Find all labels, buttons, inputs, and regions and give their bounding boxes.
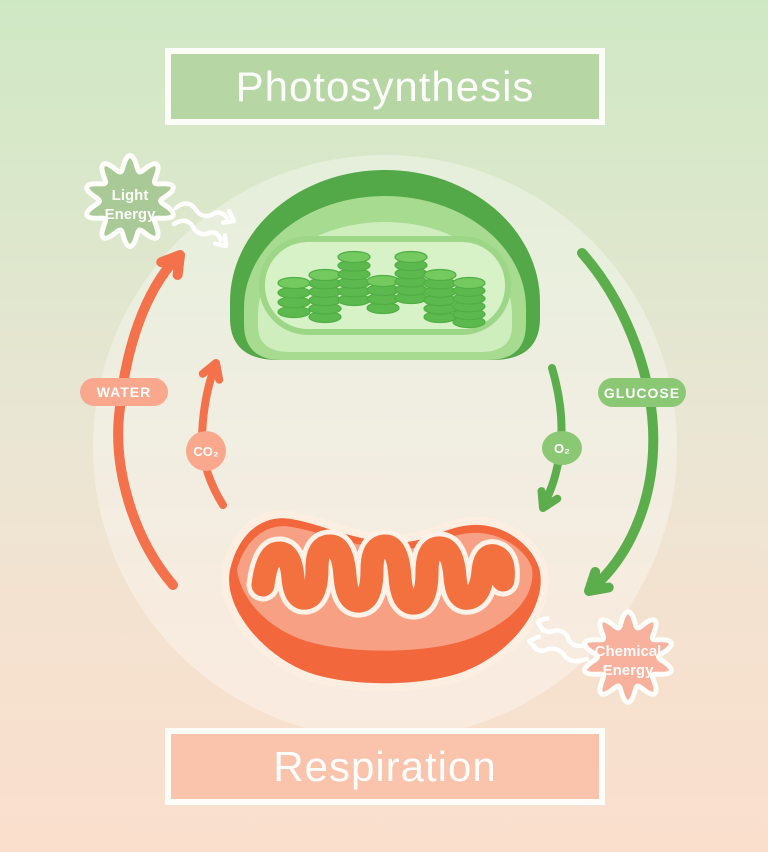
co2-label: CO₂ — [193, 444, 219, 459]
light-energy-star-shape — [84, 153, 176, 249]
thylakoid-coin — [366, 274, 400, 288]
chemical-energy-label-2: Energy — [603, 662, 655, 679]
chemical-energy-burst: Chemical Energy — [582, 609, 674, 705]
light-wavy-arrowhead-lower — [212, 232, 229, 249]
chem-wavy-arrowhead-upper — [534, 616, 550, 633]
chloroplast-illustration — [230, 170, 540, 360]
light-wavy-arrowhead-upper — [220, 208, 237, 225]
chem-wavy-arrow-lower — [531, 643, 590, 664]
chem-wavy-arrow-upper — [538, 624, 588, 649]
photosynthesis-title: Photosynthesis — [235, 62, 535, 110]
light-wavy-arrow-upper — [173, 201, 230, 221]
light-wavy-arrow-lower — [171, 218, 224, 243]
thylakoid-coin — [394, 250, 428, 264]
chem-wavy-arrowhead-lower — [526, 634, 542, 652]
glucose-arrow — [577, 248, 659, 596]
co2-badge-shape — [186, 431, 226, 471]
glucose-arrow-shaft — [577, 248, 659, 589]
water-pill: WATER — [80, 378, 168, 406]
light-energy-burst: Light Energy — [84, 153, 176, 249]
glucose-pill-shape — [598, 378, 686, 407]
glucose-pill: GLUCOSE — [598, 378, 686, 407]
co2-badge: CO₂ — [186, 431, 226, 471]
respiration-title-box: Respiration — [165, 728, 605, 805]
mitochondrion-illustration — [221, 510, 549, 692]
respiration-title: Respiration — [273, 742, 497, 790]
o2-badge: O₂ — [542, 431, 582, 465]
water-arrow-shaft — [113, 259, 178, 590]
thylakoid-coin — [423, 268, 457, 282]
o2-label: O₂ — [554, 441, 570, 456]
o2-arrowhead — [537, 487, 562, 512]
glucose-arrowhead — [584, 567, 614, 596]
glucose-label: GLUCOSE — [604, 385, 680, 401]
water-pill-shape — [80, 378, 168, 406]
light-energy-label-1: Light — [112, 187, 149, 204]
water-label: WATER — [97, 384, 152, 400]
photosynthesis-title-box: Photosynthesis — [165, 48, 605, 125]
o2-badge-shape — [542, 431, 582, 465]
thylakoid-coin — [337, 250, 371, 264]
light-energy-wavy-arrows — [171, 201, 237, 249]
water-arrow — [113, 250, 185, 590]
light-energy-label-2: Energy — [105, 206, 157, 223]
cristae-folds — [251, 534, 515, 615]
chemical-energy-star-shape — [582, 609, 674, 705]
thylakoid-coin — [277, 276, 311, 290]
water-arrowhead — [156, 250, 185, 280]
thylakoid-coin — [308, 268, 342, 282]
co2-arrowhead — [198, 359, 224, 384]
thylakoid-grana-stacks — [277, 250, 486, 329]
chemical-energy-label-1: Chemical — [595, 643, 662, 660]
chemical-energy-wavy-arrows — [526, 616, 590, 664]
thylakoid-coin — [452, 276, 486, 290]
